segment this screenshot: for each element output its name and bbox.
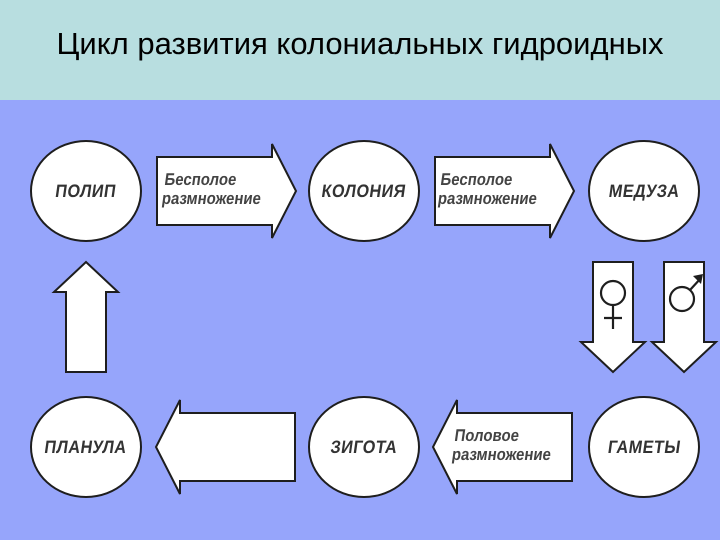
stage-gametes: ГАМЕТЫ: [588, 396, 700, 498]
stage-polyp: ПОЛИП: [30, 140, 142, 242]
stage-medusa: МЕДУЗА: [588, 140, 700, 242]
title-bar: [0, 0, 720, 100]
page-title: Цикл развития колониальных гидроидных: [56, 26, 664, 61]
stage-colony: КОЛОНИЯ: [308, 140, 420, 242]
male-symbol-icon: [668, 274, 703, 313]
stage-zygote: ЗИГОТА: [308, 396, 420, 498]
stage-planula: ПЛАНУЛА: [30, 396, 142, 498]
female-symbol-icon: [599, 279, 627, 329]
